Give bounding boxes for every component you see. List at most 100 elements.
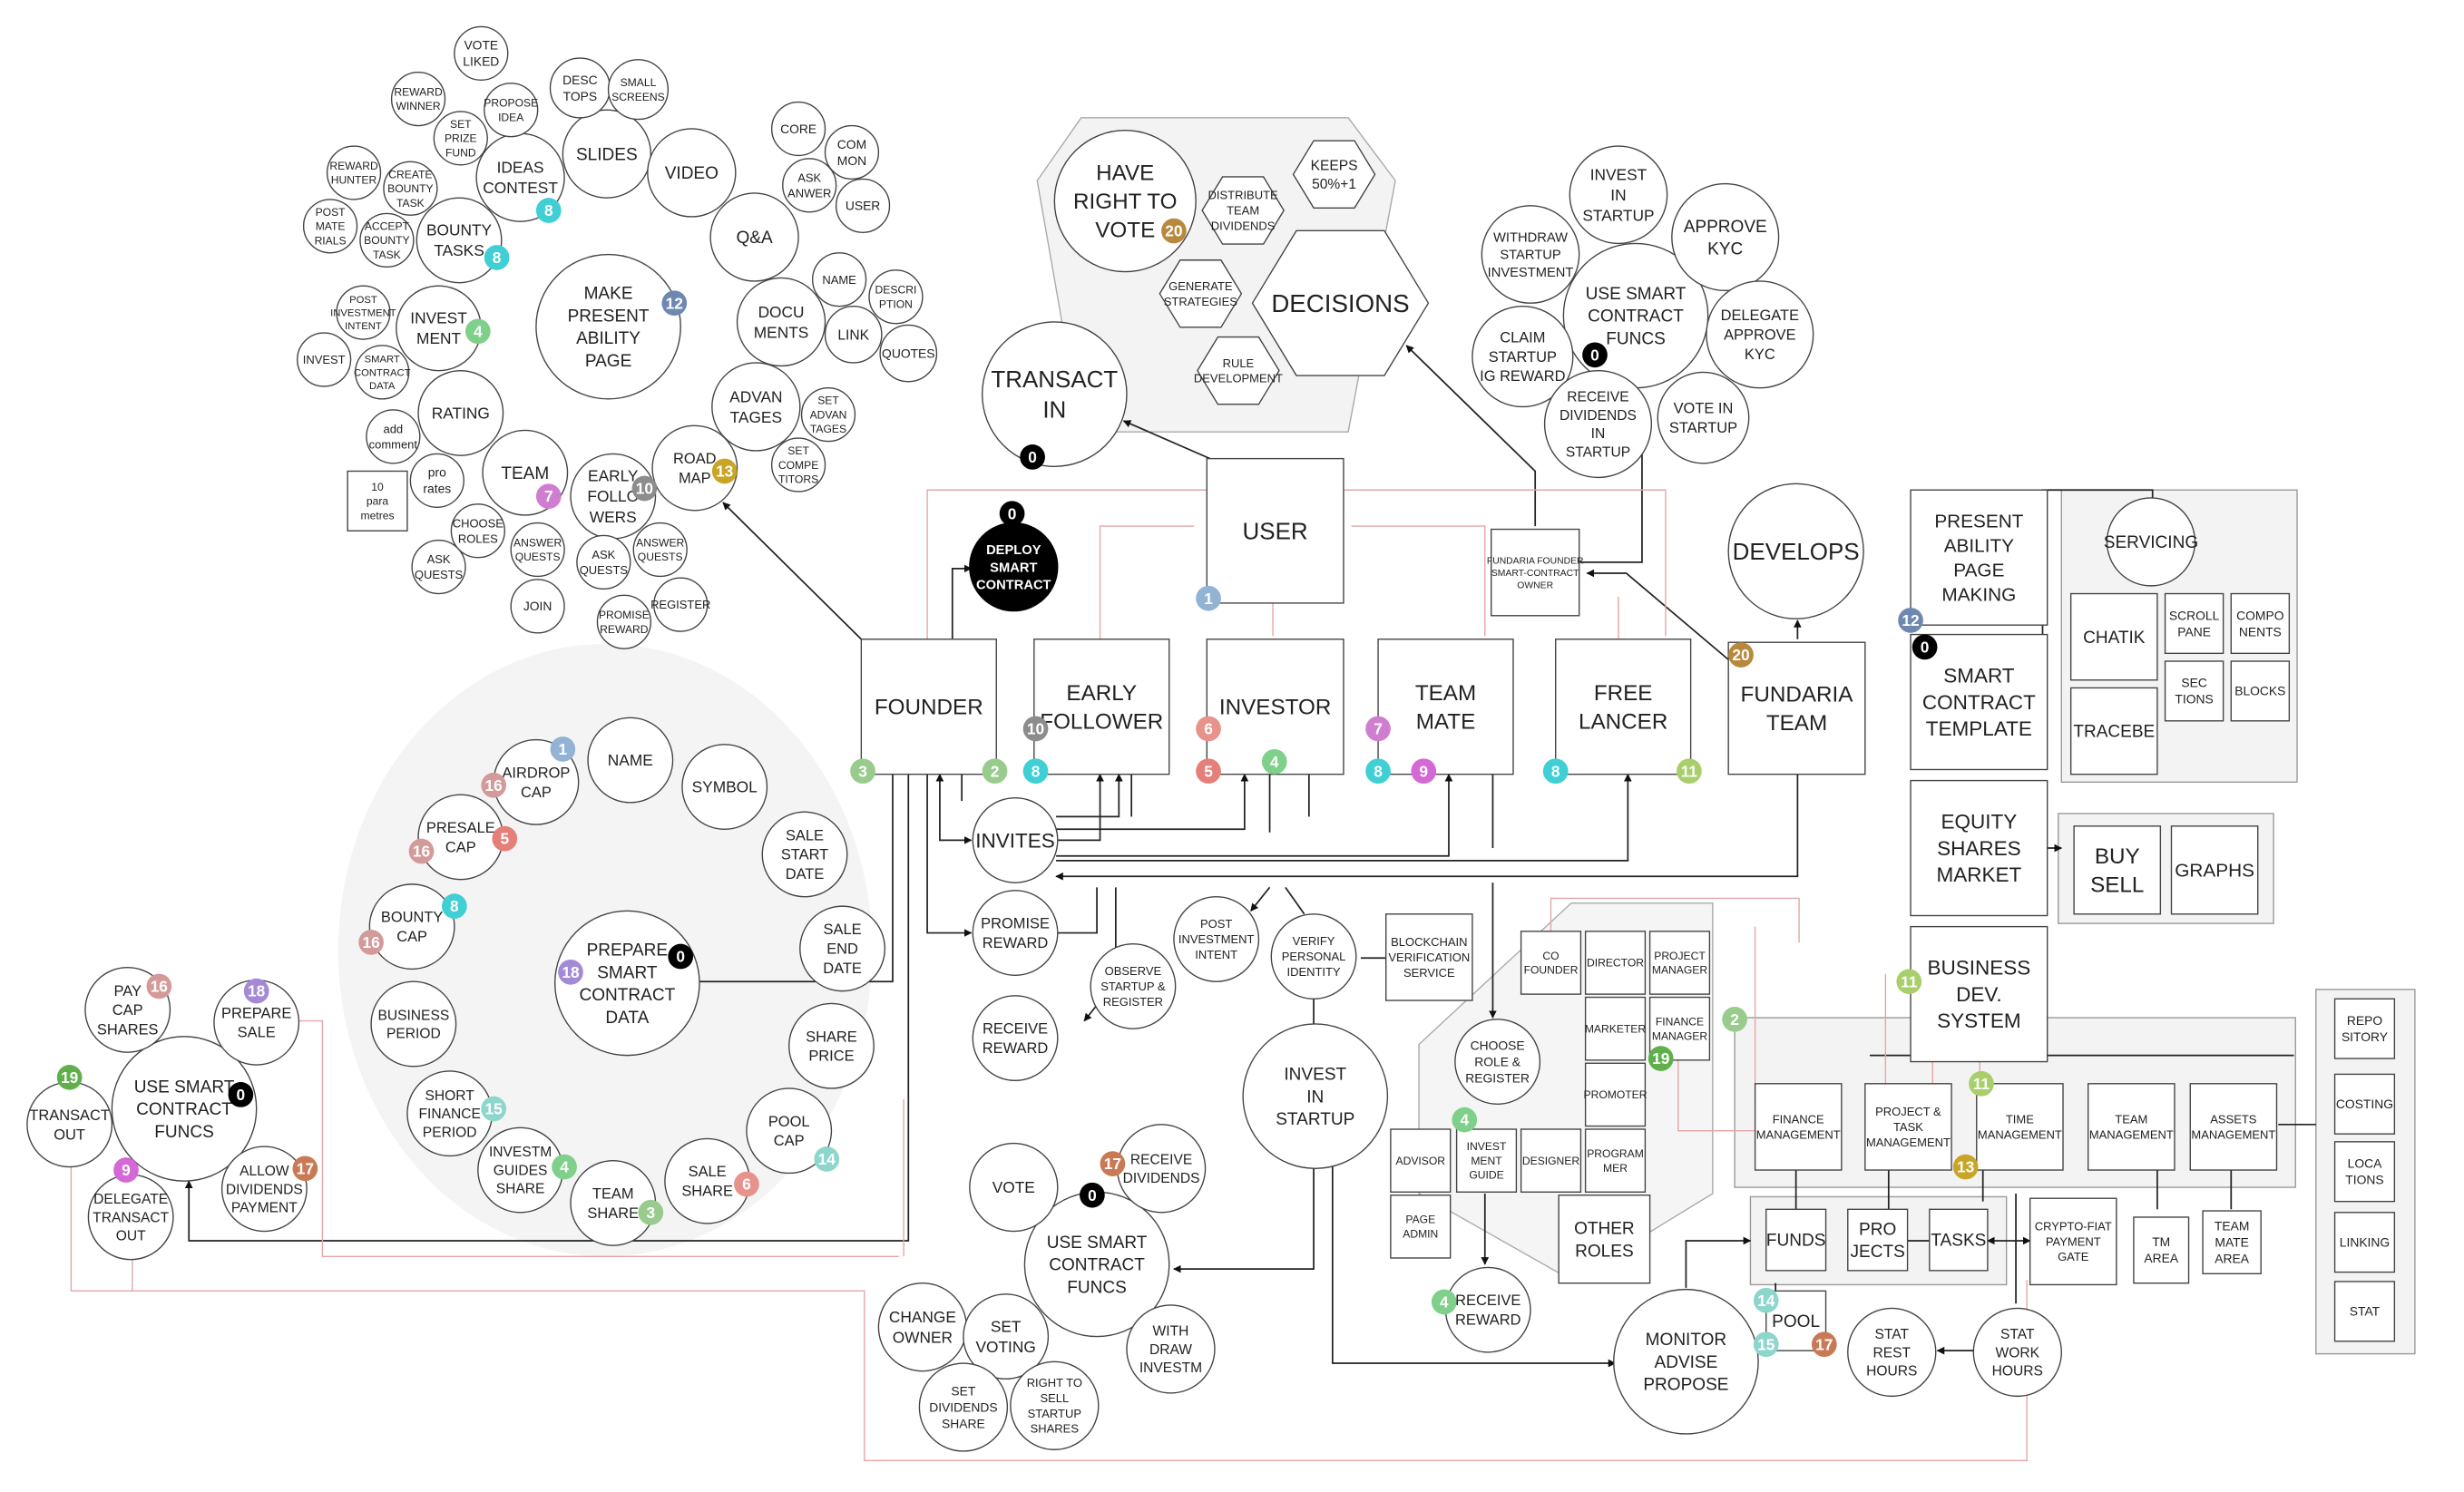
prepare-name-node[interactable]: NAME	[587, 717, 674, 804]
bds-mgmt-linking-node[interactable]: LINKING	[2333, 1212, 2396, 1273]
presentability-name-node[interactable]: NAME	[811, 252, 867, 307]
fundaria-tracebe-node[interactable]: TRACEBE	[2069, 687, 2158, 775]
bds-mgmt-funds-node[interactable]: FUNDS	[1765, 1208, 1827, 1272]
presentability-core-node[interactable]: CORE	[770, 101, 826, 157]
prepare-symbol-node[interactable]: SYMBOL	[681, 744, 768, 830]
central-founder-node[interactable]: FOUNDER	[860, 639, 997, 775]
bds-mgmt-costing-node[interactable]: COSTING	[2333, 1073, 2396, 1135]
roles-director-node[interactable]: DIRECTOR	[1584, 931, 1647, 995]
presentability-user-node[interactable]: USER	[835, 178, 891, 233]
fundaria-blocks-node[interactable]: BLOCKS	[2230, 660, 2291, 722]
presentability-quotes-node[interactable]: QUOTES	[879, 324, 938, 383]
fundaria-chatik-node[interactable]: CHATIK	[2069, 592, 2158, 681]
fundaria-servicing-node[interactable]: SERVICING	[2104, 497, 2198, 587]
fundaria-graphs-node[interactable]: GRAPHS	[2170, 825, 2259, 915]
presentability-join-node[interactable]: JOIN	[510, 579, 565, 634]
central-develops-node[interactable]: DEVELOPS	[1727, 483, 1864, 619]
presentability-register-node[interactable]: REGISTER	[650, 577, 710, 632]
bds-mgmt-stat-node[interactable]: STAT	[2333, 1281, 2396, 1342]
investor-funcs-vote-node[interactable]: VOTE	[969, 1142, 1059, 1233]
central-invites-node[interactable]: INVITES	[972, 796, 1059, 883]
presentability-invest-node[interactable]: INVEST	[297, 332, 352, 387]
roles-advisor-node[interactable]: ADVISOR	[1390, 1128, 1452, 1193]
presentability-slides-node[interactable]: SLIDES	[562, 109, 652, 199]
roles-marketer-node[interactable]: MARKETER	[1585, 996, 1647, 1061]
